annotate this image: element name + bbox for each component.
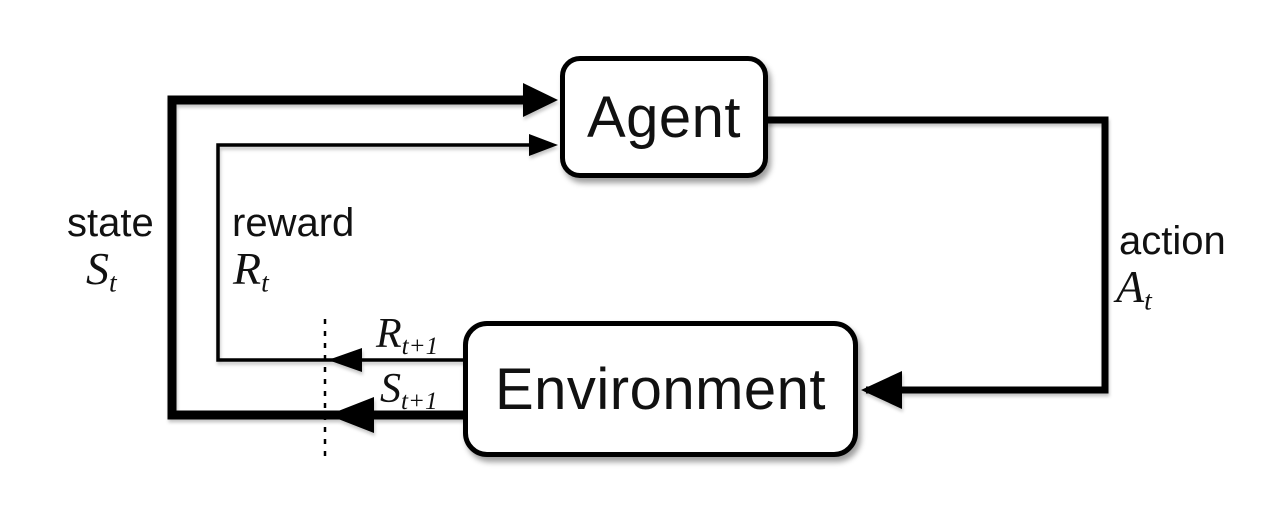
reward-word-label: reward (232, 201, 355, 245)
action-arrowhead-into-environment (861, 371, 902, 409)
next-state-symbol-main: S (380, 366, 401, 412)
agent-box-label: Agent (586, 84, 742, 150)
next-reward-symbol: Rt+1 (376, 313, 438, 359)
next-state-arrowhead-at-timestep (328, 397, 374, 433)
action-symbol-subscript: t (1144, 284, 1152, 316)
reward-symbol-subscript: t (261, 266, 269, 298)
state-word-label: state (67, 201, 154, 245)
state-symbol-main: S (86, 243, 109, 294)
next-reward-symbol-main: R (376, 311, 402, 357)
reward-symbol: Rt (233, 243, 269, 298)
state-symbol-subscript: t (109, 266, 117, 298)
state-arrowhead-into-agent (523, 83, 558, 117)
next-reward-symbol-subscript: t+1 (401, 333, 439, 361)
next-state-symbol: St+1 (380, 368, 438, 414)
reward-symbol-main: R (233, 243, 262, 294)
state-symbol: St (86, 243, 117, 298)
next-reward-arrowhead-at-timestep (328, 348, 362, 372)
agent-box: Agent (560, 56, 768, 178)
reward-arrowhead-into-agent (529, 134, 558, 156)
next-state-symbol-subscript: t+1 (401, 388, 438, 416)
action-symbol-main: A (1116, 261, 1145, 312)
action-symbol: At (1116, 261, 1152, 316)
state-arrow-line (167, 95, 528, 420)
environment-box-label: Environment (494, 356, 827, 422)
action-arrow-line (766, 116, 1109, 394)
environment-box: Environment (463, 321, 858, 457)
action-word-label: action (1119, 219, 1226, 263)
